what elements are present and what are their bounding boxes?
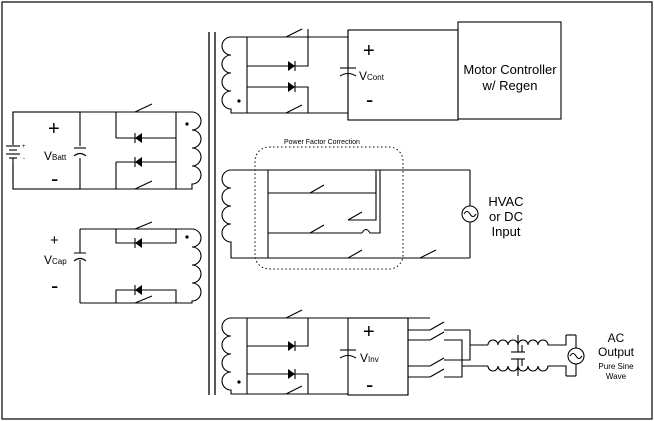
capacitor-section: [73, 221, 202, 304]
battery-minus-label: -: [51, 166, 58, 191]
vbatt-label: VBatt: [44, 149, 67, 163]
ac-output-line2: Output: [598, 345, 635, 359]
vinv-label: VInv: [360, 351, 379, 365]
hvac-line2: or DC: [489, 209, 523, 224]
pfc-dotted-box: [254, 146, 404, 270]
transformer-core: [208, 32, 216, 395]
hvac-line1: HVAC: [488, 194, 523, 209]
battery-small-minus: -: [23, 156, 25, 162]
ac-output-line4: Wave: [606, 372, 627, 381]
battery-capacitor-left: [3, 111, 81, 190]
battery-plus-label: +: [48, 118, 60, 140]
motor-section: [221, 21, 562, 121]
battery-section: + -: [3, 103, 202, 190]
cap-plus-label: +: [50, 232, 59, 249]
ac-output-line1: AC: [608, 331, 625, 345]
vcont-label: VCont: [359, 69, 385, 83]
hvac-line3: Input: [492, 224, 521, 239]
inverter-section: [221, 309, 585, 396]
cap-minus-label: -: [51, 273, 58, 298]
battery-small-plus: +: [22, 144, 26, 150]
pfc-section: [221, 146, 479, 270]
battery-filter-capacitor: [73, 146, 88, 158]
battery-bridge: [80, 103, 202, 190]
motor-controller-line1: Motor Controller: [463, 62, 557, 77]
ac-output-line3: Pure Sine: [598, 362, 634, 371]
vcap-label: VCap: [44, 253, 67, 267]
vinv-plus-label: +: [363, 321, 375, 343]
motor-controller-line2: w/ Regen: [482, 78, 538, 93]
vcont-minus-label: -: [366, 87, 373, 112]
vcont-plus-label: +: [363, 40, 375, 62]
vinv-minus-label: -: [366, 372, 373, 397]
pfc-title: Power Factor Correction: [284, 139, 360, 146]
